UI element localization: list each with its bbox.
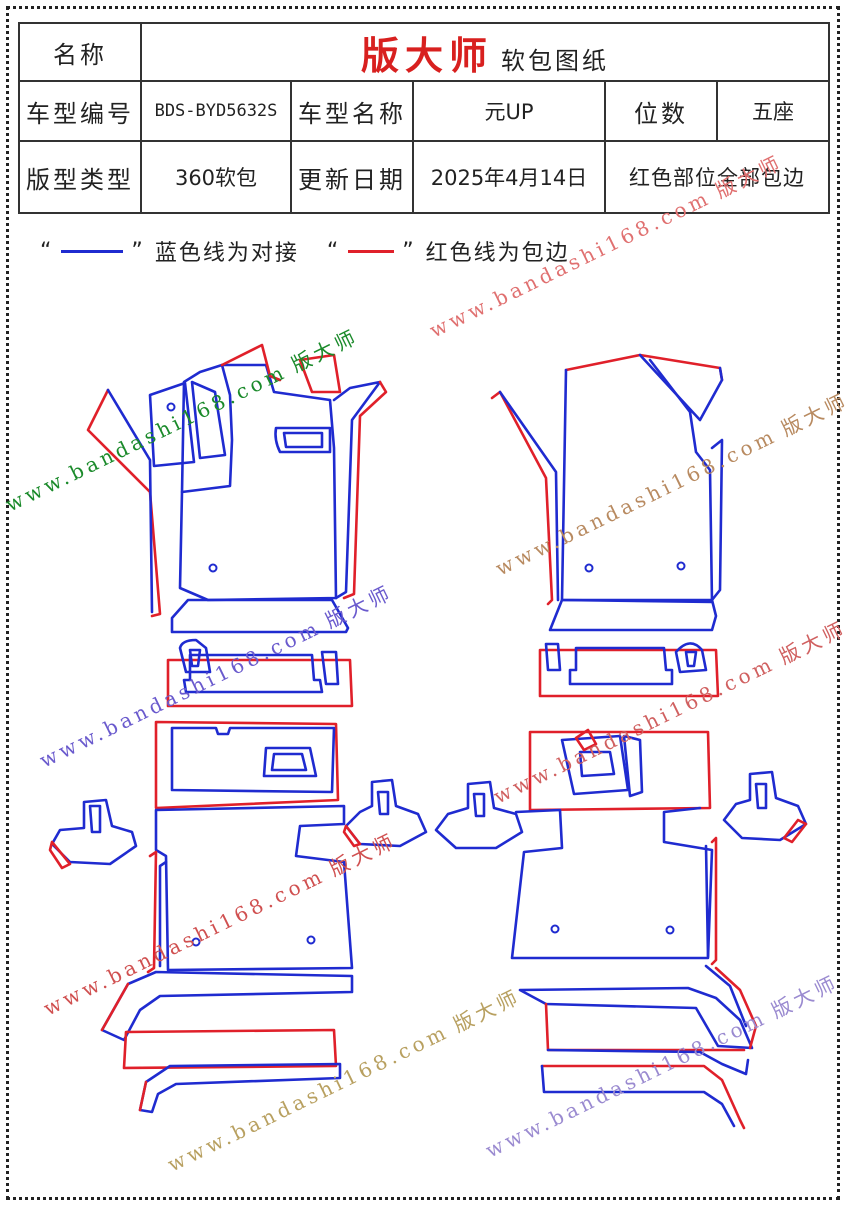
watermark-2: www.bandashi168.com版大师 (426, 150, 787, 343)
rear-right-mat (434, 728, 808, 1130)
front-left-mat (86, 343, 388, 708)
seats-label: 位数 (604, 80, 718, 142)
model-name: 元UP (412, 80, 606, 142)
watermarks: www.bandashi168.com版大师 www.bandashi168.c… (2, 150, 846, 1177)
legend-red-line (348, 249, 395, 253)
legend-red-text: 红色线为包边 (425, 241, 570, 266)
pattern-type: 360软包 (140, 140, 292, 214)
info-table: 名称 版大师软包图纸 车型编号 BDS-BYD5632S 车型名称 元UP 位数… (18, 22, 831, 214)
watermark-3: www.bandashi168.com版大师 (492, 388, 846, 581)
page-border (6, 6, 840, 1200)
model-code: BDS-BYD5632S (140, 80, 292, 142)
pattern-type-label: 版型类型 (18, 140, 142, 214)
update-date: 2025年4月14日 (412, 140, 606, 214)
rear-left-mat (48, 720, 428, 1114)
legend-blue-text: 蓝色线为对接 (154, 241, 299, 266)
model-code-label: 车型编号 (18, 80, 142, 142)
remark: 红色部位全部包边 (603, 140, 831, 214)
watermark-4: www.bandashi168.com版大师 (36, 580, 397, 773)
front-right-mat (490, 353, 724, 698)
name-label: 名称 (18, 22, 142, 82)
watermark-5: www.bandashi168.com版大师 (490, 616, 846, 809)
model-name-label: 车型名称 (290, 80, 414, 142)
doc-type: 软包图纸 (501, 46, 610, 75)
brand-title: 版大师 (361, 33, 494, 78)
seats-value: 五座 (715, 80, 831, 142)
legend: “” 蓝色线为对接 “” 红色线为包边 (40, 236, 570, 267)
watermark-8: www.bandashi168.com版大师 (164, 984, 525, 1177)
update-label: 更新日期 (290, 140, 414, 214)
legend-blue-line (61, 249, 124, 253)
